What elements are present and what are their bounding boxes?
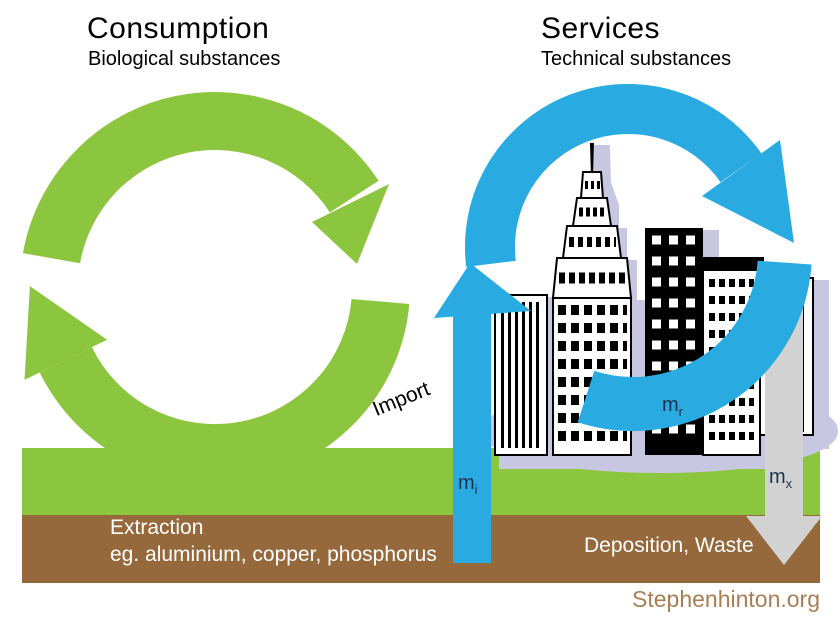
symbol-subscript: r	[678, 404, 684, 419]
symbol-base: m	[769, 466, 786, 488]
import-arrow-shaft	[453, 308, 491, 563]
export-arrow-head	[746, 516, 822, 565]
technical-cycle-icon	[464, 83, 812, 431]
deposition-label: Deposition, Waste	[584, 534, 754, 557]
left-cycle-title: Consumption	[87, 12, 270, 45]
blue-bottom-arc	[577, 260, 812, 431]
symbol-subscript: x	[785, 476, 793, 491]
symbol-subscript: i	[474, 482, 478, 497]
import-arrow-icon	[434, 263, 531, 563]
export-flow-symbol: mx	[769, 466, 792, 491]
extraction-title: Extraction	[110, 516, 204, 539]
soil-band	[22, 515, 820, 583]
extraction-detail: eg. aluminium, copper, phosphorus	[110, 543, 437, 566]
right-cycle-title: Services	[541, 12, 661, 45]
left-cycle-subtitle: Biological substances	[88, 48, 281, 70]
blue-arrowhead-right	[702, 140, 794, 243]
biological-cycle-icon	[22, 92, 410, 483]
attribution-link[interactable]: Stephenhinton.org	[632, 586, 820, 612]
blue-top-arc	[464, 83, 762, 267]
import-flow-symbol: mi	[458, 472, 478, 497]
white-tower-cap	[699, 257, 764, 270]
building-chrysler-tower	[551, 143, 633, 456]
green-top-arc	[22, 92, 379, 264]
green-arrowhead-left	[24, 286, 108, 380]
right-cycle-subtitle: Technical substances	[541, 48, 732, 70]
green-bottom-arc	[39, 298, 410, 483]
import-arrow-head	[434, 263, 531, 318]
recycling-flow-symbol: mr	[662, 394, 683, 419]
symbol-base: m	[662, 394, 679, 416]
green-arrowhead-right	[312, 184, 389, 264]
symbol-base: m	[458, 472, 475, 494]
